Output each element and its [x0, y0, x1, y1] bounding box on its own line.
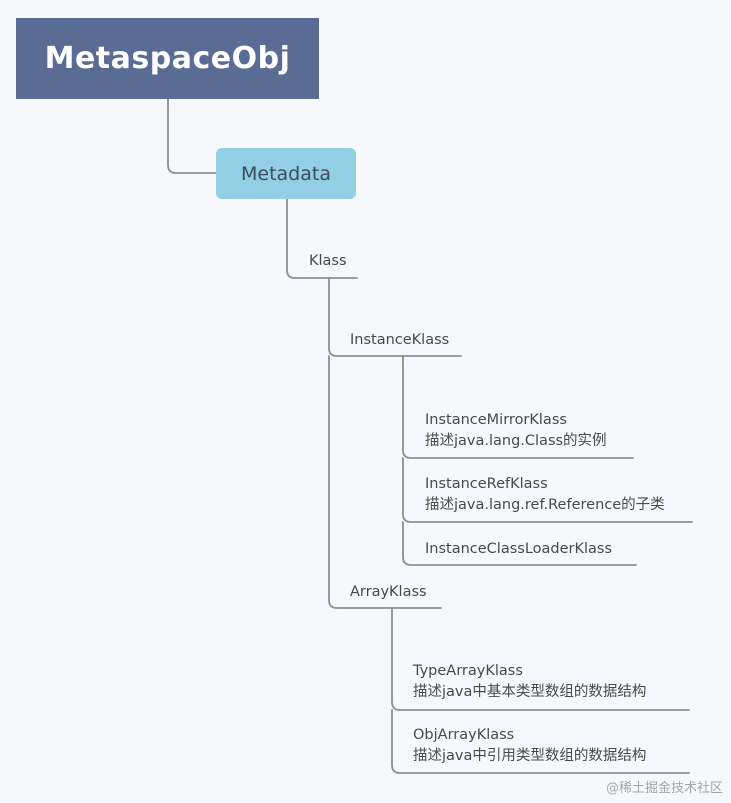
instancerefklass-desc: 描述java.lang.ref.Reference的子类 [425, 497, 665, 513]
klass-node[interactable]: Klass [309, 251, 347, 272]
connector-instanceklass-ref [402, 457, 693, 523]
instanceclassloaderklass-node[interactable]: InstanceClassLoaderKlass [425, 539, 612, 560]
instancerefklass-node[interactable]: InstanceRefKlass 描述java.lang.ref.Referen… [425, 474, 665, 516]
typearrayklass-label: TypeArrayKlass [413, 663, 523, 679]
arrayklass-label: ArrayKlass [350, 584, 427, 600]
connector-klass-arrayklass [328, 355, 442, 609]
connector-metadata-klass [286, 198, 358, 279]
objarrayklass-desc: 描述java中引用类型数组的数据结构 [413, 748, 647, 764]
typearrayklass-node[interactable]: TypeArrayKlass 描述java中基本类型数组的数据结构 [413, 661, 646, 703]
connector-instanceklass-classloader [402, 521, 637, 566]
instancemirrorklass-node[interactable]: InstanceMirrorKlass 描述java.lang.Class的实例 [425, 410, 607, 452]
connector-klass-instanceklass [328, 277, 462, 357]
objarrayklass-label: ObjArrayKlass [413, 727, 515, 743]
instancerefklass-label: InstanceRefKlass [425, 476, 548, 492]
connector-arrayklass-typearray [391, 607, 690, 711]
metadata-node[interactable]: Metadata [216, 148, 356, 199]
instancemirrorklass-desc: 描述java.lang.Class的实例 [425, 433, 607, 449]
instanceclassloaderklass-label: InstanceClassLoaderKlass [425, 541, 613, 557]
instanceklass-node[interactable]: InstanceKlass [350, 330, 449, 351]
typearrayklass-desc: 描述java中基本类型数组的数据结构 [413, 684, 647, 700]
connector-instanceklass-mirror [402, 355, 634, 459]
metaspaceobj-node[interactable]: MetaspaceObj [16, 18, 319, 99]
connector-arrayklass-objarray [391, 709, 690, 774]
instanceklass-label: InstanceKlass [350, 332, 450, 348]
watermark-text: @稀土掘金技术社区 [605, 781, 723, 796]
arrayklass-node[interactable]: ArrayKlass [350, 582, 427, 603]
objarrayklass-node[interactable]: ObjArrayKlass 描述java中引用类型数组的数据结构 [413, 725, 646, 767]
instancemirrorklass-label: InstanceMirrorKlass [425, 412, 567, 428]
klass-label: Klass [309, 253, 347, 269]
connector-root-metadata [167, 98, 217, 174]
